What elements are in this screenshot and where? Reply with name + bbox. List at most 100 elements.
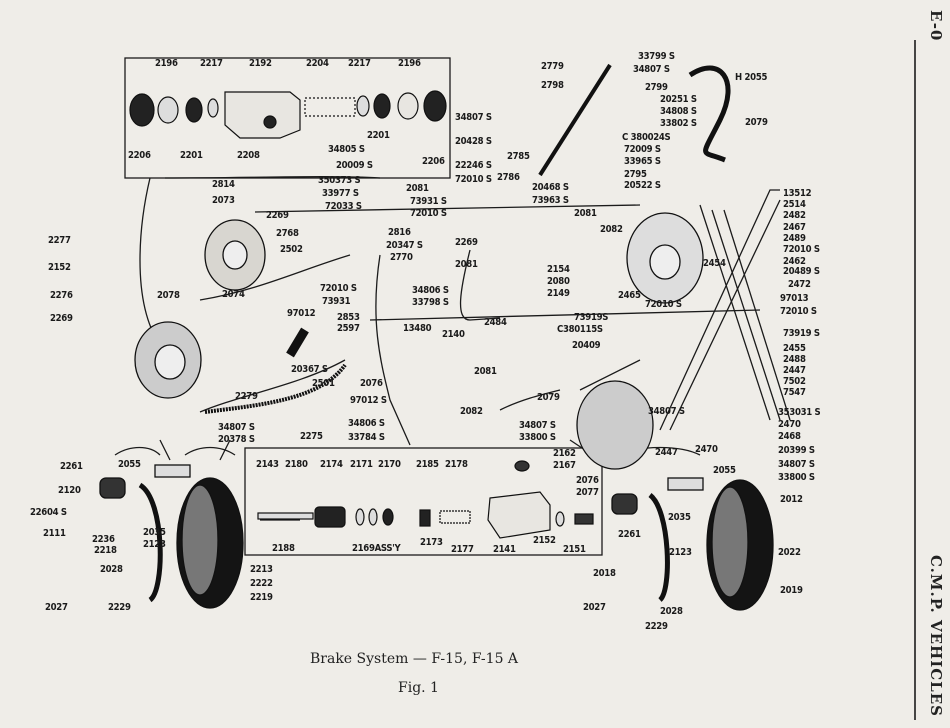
part-callout: 72010 S bbox=[783, 244, 820, 255]
master-cylinder-inset-box bbox=[244, 447, 603, 556]
part-callout: 2151 bbox=[563, 544, 586, 555]
part-callout: 2261 bbox=[60, 461, 83, 472]
part-callout: 2455 bbox=[783, 343, 806, 354]
part-callout: 2120 bbox=[58, 485, 81, 496]
part-callout: 2077 bbox=[576, 487, 599, 498]
part-callout: 2222 bbox=[250, 578, 273, 589]
part-callout: 34807 S bbox=[633, 64, 670, 75]
part-callout: 2468 bbox=[778, 431, 801, 442]
part-callout: 72009 S bbox=[624, 144, 661, 155]
part-callout: 2154 bbox=[547, 264, 570, 275]
part-callout: 20489 S bbox=[783, 266, 820, 277]
part-callout: 353031 S bbox=[778, 407, 821, 418]
part-callout: 34807 S bbox=[519, 420, 556, 431]
part-callout: 2173 bbox=[420, 537, 443, 548]
wheel-cylinder-inset-box bbox=[124, 57, 451, 179]
part-callout: C380115S bbox=[557, 324, 603, 335]
part-callout: 2261 bbox=[618, 529, 641, 540]
part-callout: 2514 bbox=[783, 199, 806, 210]
part-callout: 2218 bbox=[94, 545, 117, 556]
part-callout: 2236 bbox=[92, 534, 115, 545]
part-callout: 20399 S bbox=[778, 445, 815, 456]
part-callout: 2785 bbox=[507, 151, 530, 162]
part-callout: 2795 bbox=[624, 169, 647, 180]
figure-caption-number: Fig. 1 bbox=[398, 680, 439, 696]
part-callout: 2081 bbox=[574, 208, 597, 219]
figure-caption-title: Brake System — F-15, F-15 A bbox=[310, 651, 519, 667]
part-callout: 2206 bbox=[128, 150, 151, 161]
part-callout: 2467 bbox=[783, 222, 806, 233]
part-callout: 2213 bbox=[250, 564, 273, 575]
part-callout: 34807 S bbox=[648, 406, 685, 417]
part-callout: 97012 bbox=[287, 308, 316, 319]
part-callout: 2185 bbox=[416, 459, 439, 470]
part-callout: 20468 S bbox=[532, 182, 569, 193]
part-callout: 2027 bbox=[45, 602, 68, 613]
part-callout: 2192 bbox=[249, 58, 272, 69]
part-callout: 2111 bbox=[43, 528, 66, 539]
part-callout: 2141 bbox=[493, 544, 516, 555]
part-callout: 22246 S bbox=[455, 160, 492, 171]
part-callout: 2196 bbox=[155, 58, 178, 69]
part-callout: 2140 bbox=[442, 329, 465, 340]
part-callout: 2482 bbox=[783, 210, 806, 221]
part-callout: 2853 bbox=[337, 312, 360, 323]
part-callout: 2055 bbox=[118, 459, 141, 470]
part-callout: 2081 bbox=[474, 366, 497, 377]
part-callout: 34807 S bbox=[455, 112, 492, 123]
rear-right-backing-plate bbox=[576, 380, 654, 470]
part-callout: H 2055 bbox=[735, 72, 768, 83]
part-callout: 2275 bbox=[300, 431, 323, 442]
part-callout: 2018 bbox=[593, 568, 616, 579]
section-code: E-0 bbox=[927, 10, 945, 42]
part-callout: 2229 bbox=[108, 602, 131, 613]
part-callout: 2217 bbox=[348, 58, 371, 69]
part-callout: 2076 bbox=[360, 378, 383, 389]
part-callout: 13512 bbox=[783, 188, 812, 199]
part-callout: 2196 bbox=[398, 58, 421, 69]
part-callout: 2786 bbox=[497, 172, 520, 183]
part-callout: 2447 bbox=[783, 365, 806, 376]
part-callout: 13480 bbox=[403, 323, 432, 334]
part-callout: 2779 bbox=[541, 61, 564, 72]
part-callout: 33800 S bbox=[778, 472, 815, 483]
part-callout: 2055 bbox=[713, 465, 736, 476]
part-callout: 33965 S bbox=[624, 156, 661, 167]
running-title: C.M.P. VEHICLES bbox=[927, 555, 945, 717]
part-callout: 2027 bbox=[583, 602, 606, 613]
part-callout: 2082 bbox=[600, 224, 623, 235]
part-callout: 20409 bbox=[572, 340, 601, 351]
part-callout: 20251 S bbox=[660, 94, 697, 105]
part-callout: 2170 bbox=[378, 459, 401, 470]
part-callout: 2501 bbox=[312, 378, 335, 389]
part-callout: 2022 bbox=[778, 547, 801, 558]
part-callout: 20009 S bbox=[336, 160, 373, 171]
part-callout: 34806 S bbox=[412, 285, 449, 296]
part-callout: 72010 S bbox=[455, 174, 492, 185]
part-callout: 73931 bbox=[322, 296, 351, 307]
part-callout: 2768 bbox=[276, 228, 299, 239]
part-callout: 72010 S bbox=[410, 208, 447, 219]
part-callout: 2465 bbox=[618, 290, 641, 301]
part-callout: 2447 bbox=[655, 447, 678, 458]
part-callout: 2167 bbox=[553, 460, 576, 471]
part-callout: 2171 bbox=[350, 459, 373, 470]
part-callout: 2180 bbox=[285, 459, 308, 470]
part-callout: 2012 bbox=[780, 494, 803, 505]
part-callout: 72010 S bbox=[320, 283, 357, 294]
part-callout: 2078 bbox=[157, 290, 180, 301]
part-callout: 2816 bbox=[388, 227, 411, 238]
part-callout: 2035 bbox=[143, 527, 166, 538]
part-callout: 2123 bbox=[143, 539, 166, 550]
part-callout: 2177 bbox=[451, 544, 474, 555]
part-callout: 2201 bbox=[180, 150, 203, 161]
part-callout: 34808 S bbox=[660, 106, 697, 117]
part-callout: 2019 bbox=[780, 585, 803, 596]
part-callout: 2152 bbox=[533, 535, 556, 546]
part-callout: 2178 bbox=[445, 459, 468, 470]
front-flex-hose bbox=[688, 65, 731, 163]
part-callout: 33977 S bbox=[322, 188, 359, 199]
part-callout: 2079 bbox=[745, 117, 768, 128]
part-callout: 20522 S bbox=[624, 180, 661, 191]
part-callout: 2229 bbox=[645, 621, 668, 632]
